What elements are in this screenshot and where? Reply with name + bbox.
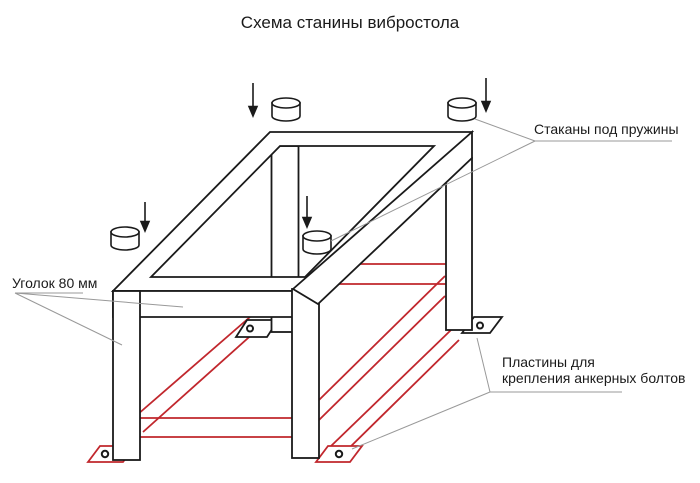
down-arrow-icon <box>247 83 259 119</box>
red-bottom-members <box>136 263 460 457</box>
spring-cup-icon <box>302 230 332 255</box>
leader-spring-cups <box>330 118 672 242</box>
down-arrow-icon <box>480 78 492 114</box>
anchor-bolt-holes <box>100 321 484 459</box>
frame-leg-front-left <box>112 290 141 461</box>
frame-leg-front-right <box>291 288 320 459</box>
label-anchor-plates: Пластины для крепления анкерных болтов <box>502 354 685 386</box>
leader-lines <box>14 118 672 450</box>
down-arrow-icon <box>301 196 313 230</box>
label-spring-cups: Стаканы под пружины <box>534 121 679 137</box>
frame-leg-back-right <box>445 157 473 331</box>
spring-cups <box>110 97 477 255</box>
spring-cup-icon <box>447 97 477 122</box>
down-arrows <box>139 78 492 234</box>
label-angle-iron: Уголок 80 мм <box>12 275 98 291</box>
bottom-rail-front <box>140 417 292 438</box>
leader-angle-iron <box>14 292 184 346</box>
frame-right-rail-face <box>291 130 473 306</box>
label-anchor-plates-line1: Пластины для <box>502 354 595 370</box>
legs-front <box>112 288 320 461</box>
diagram-title: Схема станины вибростола <box>240 13 460 32</box>
side-brace-right <box>318 275 460 457</box>
down-arrow-icon <box>139 202 151 234</box>
spring-cup-icon <box>271 97 301 122</box>
side-brace-left <box>136 316 258 433</box>
leader-anchor-plates <box>351 337 622 450</box>
label-anchor-plates-line2: крепления анкерных болтов <box>502 370 686 386</box>
spring-cup-icon <box>110 226 140 251</box>
